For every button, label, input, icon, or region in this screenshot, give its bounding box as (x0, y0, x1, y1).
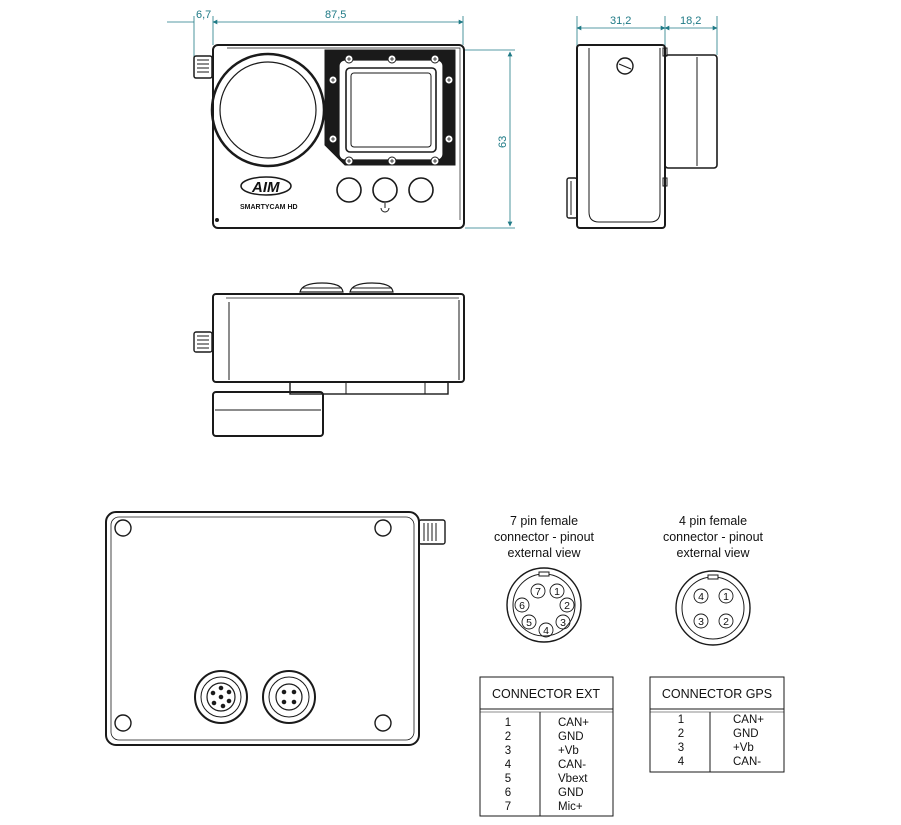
ext-row-signal: GND (558, 787, 584, 799)
ext-pin-6: 6 (519, 600, 525, 612)
gps-pinout-diagram (675, 570, 751, 646)
front-logo: AIM (251, 179, 280, 196)
gps-pin-1: 1 (723, 591, 729, 603)
gps-pin-2: 2 (723, 616, 729, 628)
gps-row-signal: CAN+ (733, 714, 764, 726)
gps-row-signal: GND (733, 728, 759, 740)
ext-pin-7: 7 (535, 586, 541, 598)
gps-caption-line-2: connector - pinout (663, 530, 764, 544)
gps-row-num: 1 (678, 714, 684, 726)
connector-ext-title: CONNECTOR EXT (492, 687, 600, 701)
ext-row-num: 3 (505, 745, 511, 757)
gps-caption-line-3: external view (677, 546, 751, 560)
ext-row-signal: CAN+ (558, 717, 589, 729)
ext-pin-2: 2 (564, 600, 570, 612)
dim-side-lens: 18,2 (680, 15, 701, 27)
gps-row-signal: +Vb (733, 742, 754, 754)
connector-gps-table (649, 676, 785, 773)
ext-pin-1: 1 (554, 586, 560, 598)
ext-row-signal: Mic+ (558, 801, 583, 813)
front-dimensions (167, 16, 515, 229)
ext-row-num: 7 (505, 801, 511, 813)
side-dimensions (576, 16, 718, 55)
ext-row-num: 1 (505, 717, 511, 729)
gps-row-num: 3 (678, 742, 684, 754)
back-view (105, 511, 446, 746)
ext-row-num: 4 (505, 759, 512, 771)
gps-caption-line-1: 4 pin female (679, 514, 747, 528)
gps-row-num: 2 (678, 728, 684, 740)
gps-row-signal: CAN- (733, 756, 761, 768)
ext-pinout-diagram (506, 567, 582, 643)
connector-gps-rows: 1 CAN+ 2 GND 3 +Vb 4 CAN- (678, 714, 764, 768)
dim-side-depth: 31,2 (610, 15, 631, 27)
ext-caption-line-1: 7 pin female (510, 514, 578, 528)
dim-front-width: 87,5 (325, 9, 346, 21)
ext-caption-line-2: connector - pinout (494, 530, 595, 544)
ext-caption-line-3: external view (508, 546, 582, 560)
ext-row-num: 2 (505, 731, 511, 743)
ext-row-signal: CAN- (558, 759, 586, 771)
connector-ext-rows: 1 CAN+ 2 GND 3 +Vb 4 CAN- 5 Vbext 6 GND … (505, 717, 589, 813)
gps-pin-4: 4 (698, 591, 704, 603)
ext-row-num: 5 (505, 773, 511, 785)
dim-front-height: 63 (497, 136, 509, 148)
dim-front-offset: 6,7 (196, 9, 211, 21)
gps-row-num: 4 (678, 756, 685, 768)
ext-row-signal: +Vb (558, 745, 579, 757)
top-view (193, 282, 465, 437)
side-view (566, 44, 718, 229)
ext-pin-5: 5 (526, 617, 532, 629)
ext-row-signal: Vbext (558, 773, 588, 785)
connector-ext-table (479, 676, 614, 817)
ext-row-num: 6 (505, 787, 511, 799)
gps-pin-3: 3 (698, 616, 704, 628)
ext-pin-4: 4 (543, 625, 549, 637)
front-brand-label: SMARTYCAM HD (240, 204, 298, 211)
ext-pin-3: 3 (560, 617, 566, 629)
ext-row-signal: GND (558, 731, 584, 743)
front-view (193, 44, 465, 229)
connector-gps-title: CONNECTOR GPS (662, 687, 772, 701)
